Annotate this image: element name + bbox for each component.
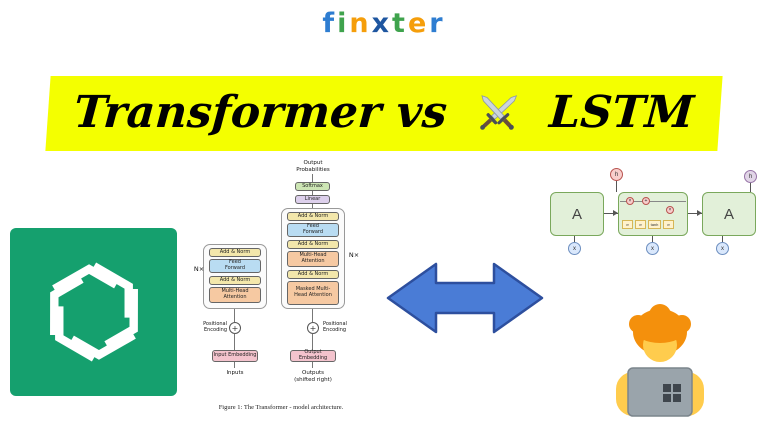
connector-line <box>722 236 723 242</box>
lstm-cell-left: A <box>550 192 604 236</box>
n-times-label-right: N× <box>348 251 360 259</box>
logo-letter: x <box>371 8 393 39</box>
double-arrow-icon <box>386 262 544 334</box>
connector-line <box>312 191 313 195</box>
add-norm-box: Add & Norm <box>287 240 339 249</box>
pointwise-multiply-op: × <box>666 206 674 214</box>
pointwise-multiply-op: × <box>626 197 634 205</box>
arrow-line <box>688 213 702 214</box>
output-probabilities-label: Output Probabilities <box>296 160 330 173</box>
connector-line <box>312 174 313 182</box>
add-norm-box: Add & Norm <box>287 212 339 221</box>
output-embedding-box: Output Embedding <box>290 349 336 362</box>
figure-caption: Figure 1: The Transformer - model archit… <box>218 404 344 411</box>
hidden-state-node: h <box>744 170 757 183</box>
feed-forward-box: Feed Forward <box>209 259 261 273</box>
sigmoid-gate: σ <box>622 220 633 229</box>
tanh-gate: tanh <box>648 220 661 229</box>
connector-line <box>234 362 235 368</box>
logo-letter: e <box>407 8 430 39</box>
outputs-label: Outputs (shifted right) <box>283 370 343 383</box>
finxter-logo: finxter <box>0 8 768 39</box>
lstm-cell-right: A <box>702 192 756 236</box>
add-norm-box: Add & Norm <box>287 270 339 279</box>
add-norm-box: Add & Norm <box>209 276 261 285</box>
logo-letter: i <box>337 8 350 39</box>
openai-knot-icon <box>49 262 138 362</box>
technologist-emoji <box>610 300 710 425</box>
logo-letter: n <box>349 8 372 39</box>
input-embedding-box: Input Embedding <box>212 350 258 362</box>
person-at-laptop-icon <box>616 304 704 417</box>
page-title: Transformer vs LSTM <box>45 76 723 151</box>
connector-line <box>750 183 751 192</box>
feed-forward-box: Feed Forward <box>287 223 339 237</box>
transformer-architecture-figure: Output Probabilities Softmax Linear Add … <box>193 158 367 426</box>
arrowhead <box>697 210 702 216</box>
logo-letter: f <box>322 8 338 39</box>
outputs-label-line2: (shifted right) <box>294 376 332 383</box>
sigmoid-gate: σ <box>635 220 646 229</box>
connector-line <box>312 334 313 350</box>
openai-logo-tile <box>10 228 177 396</box>
arrowhead <box>613 210 618 216</box>
arrow-line <box>604 213 618 214</box>
input-node: x <box>716 242 729 255</box>
connector-line <box>616 181 617 192</box>
cell-state-line <box>620 201 686 202</box>
pointwise-add-op: + <box>642 197 650 205</box>
multi-head-attention-box: Multi-Head Attention <box>209 287 261 303</box>
softmax-box: Softmax <box>295 182 330 191</box>
linear-box: Linear <box>295 195 330 204</box>
connector-line <box>574 236 575 242</box>
input-node: x <box>646 242 659 255</box>
outputs-label-line1: Outputs <box>302 370 324 376</box>
title-right-text: LSTM <box>547 87 696 138</box>
positional-encoding-label-left: Positional Encoding <box>203 321 227 333</box>
connector-line <box>234 334 235 350</box>
add-norm-box: Add & Norm <box>209 248 261 257</box>
input-node: x <box>568 242 581 255</box>
multi-head-attention-box: Multi-Head Attention <box>287 251 339 267</box>
logo-letter: t <box>392 8 408 39</box>
n-times-label-left: N× <box>193 265 205 273</box>
crossed-swords-icon <box>480 94 518 130</box>
connector-line <box>234 309 235 322</box>
connector-line <box>312 309 313 322</box>
lstm-diagram: A A σ σ tanh σ × + × h h x x x <box>548 166 762 258</box>
connector-line <box>652 236 653 242</box>
positional-encoding-sum-node: + <box>229 322 241 334</box>
positional-encoding-sum-node: + <box>307 322 319 334</box>
hidden-state-node: h <box>610 168 623 181</box>
positional-encoding-label-right: Positional Encoding <box>323 321 347 333</box>
masked-multi-head-attention-box: Masked Multi-Head Attention <box>287 281 339 305</box>
connector-line <box>312 362 313 368</box>
inputs-label: Inputs <box>226 370 244 376</box>
title-banner: Transformer vs LSTM <box>0 76 768 151</box>
logo-letter: r <box>429 8 446 39</box>
versus-double-arrow <box>386 256 544 345</box>
sigmoid-gate: σ <box>663 220 674 229</box>
title-left-text: Transformer vs <box>72 87 449 138</box>
